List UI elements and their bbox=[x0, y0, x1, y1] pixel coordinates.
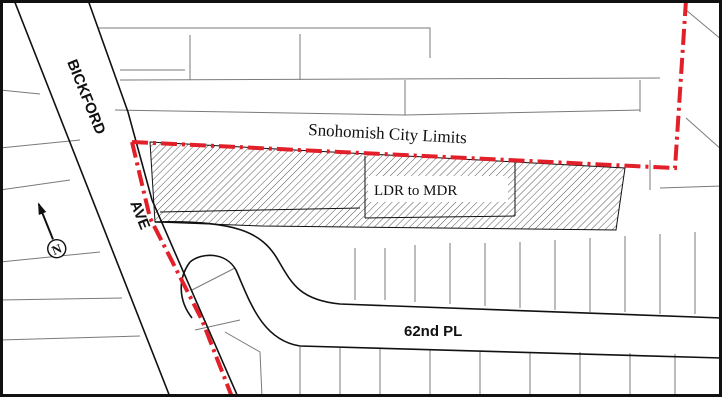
parcel-lines-south bbox=[0, 160, 722, 397]
bickford-ave-road bbox=[13, 0, 239, 397]
62nd-pl-label: 62nd PL bbox=[404, 323, 462, 340]
city-limits-boundary bbox=[130, 0, 688, 397]
city-limits-label: Snohomish City Limits bbox=[308, 120, 467, 147]
parcel-lines-north bbox=[0, 9, 722, 151]
ave-label: AVE bbox=[126, 198, 153, 232]
zone-change-label-group: LDR to MDR bbox=[368, 176, 508, 202]
zone-change-label: LDR to MDR bbox=[374, 183, 457, 199]
62nd-pl-road bbox=[154, 220, 722, 359]
north-arrow-icon: N bbox=[37, 202, 67, 259]
rezone-internal-lines bbox=[159, 156, 516, 219]
bickford-label: BICKFORD bbox=[63, 57, 108, 137]
